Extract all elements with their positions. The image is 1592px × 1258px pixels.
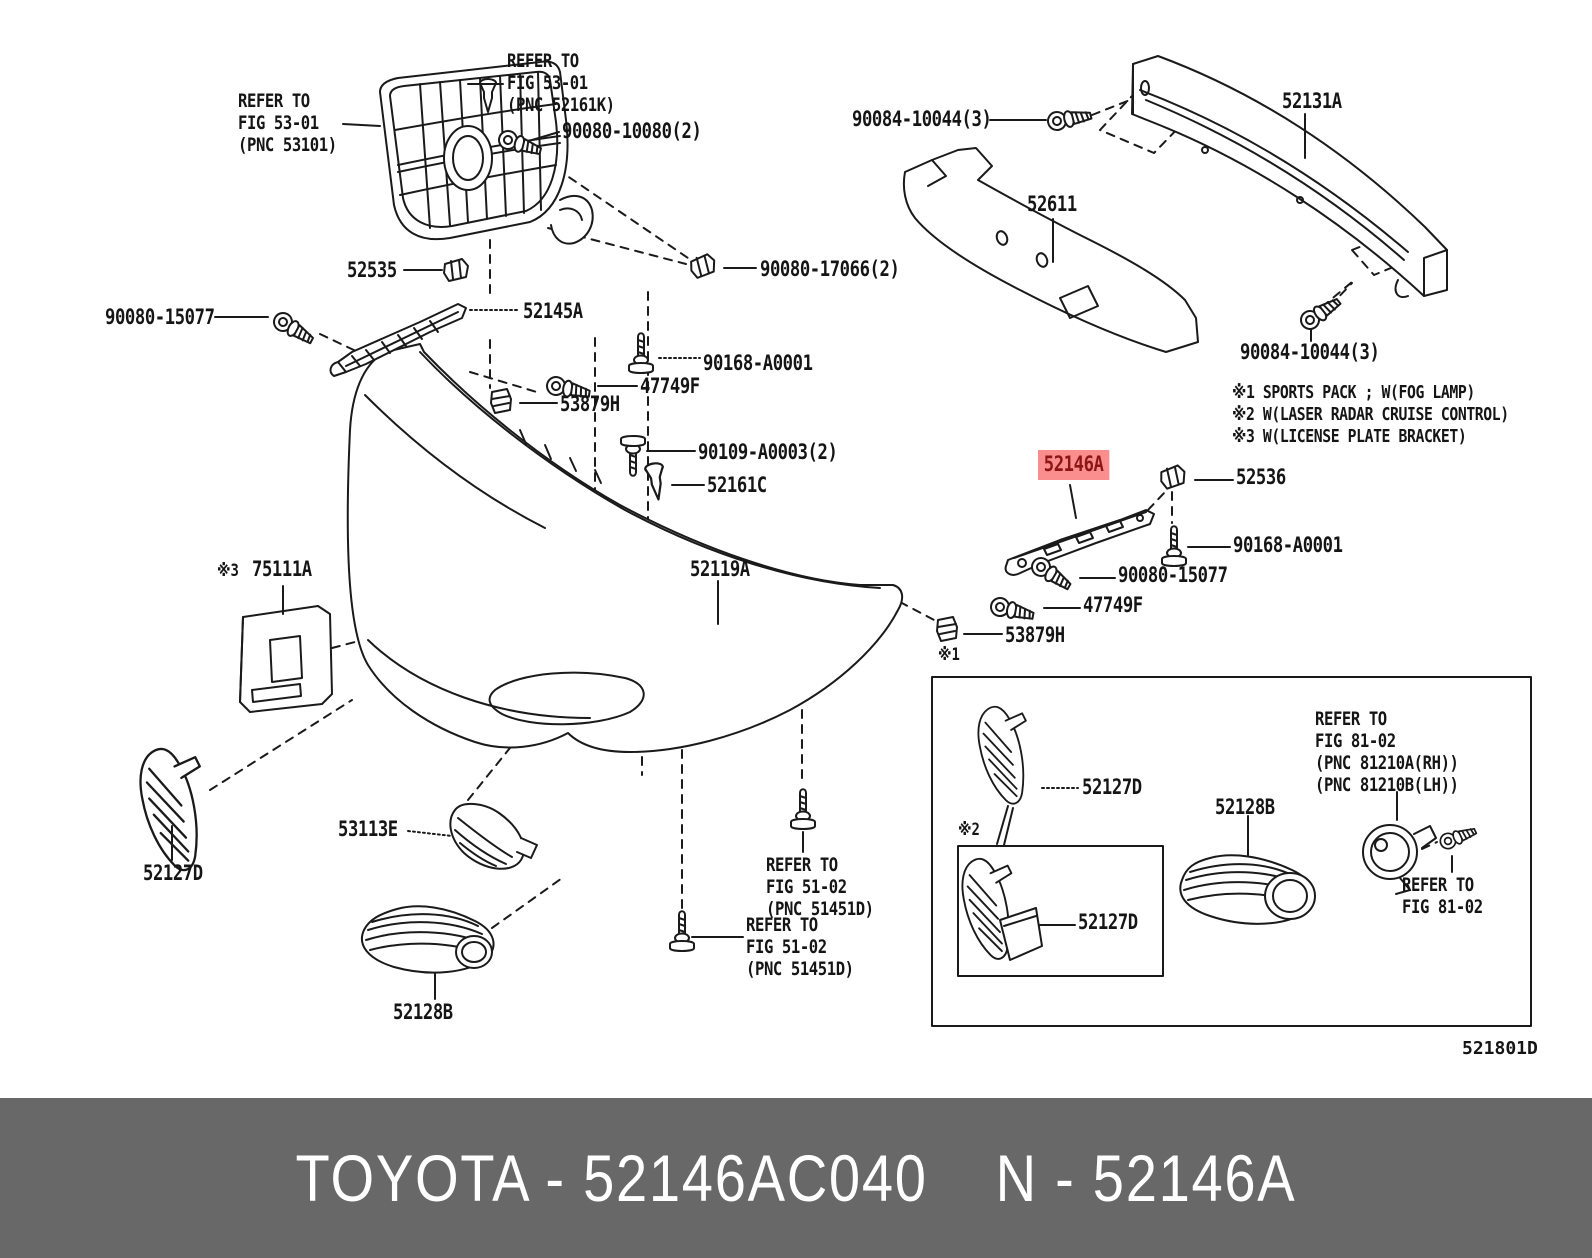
footer-text: TOYOTA - 52146AC040 N - 52146A	[119, 1098, 1472, 1258]
fog-lamp-drawing	[1362, 824, 1437, 895]
front-bumper-cover-drawing	[346, 343, 904, 753]
footer-part-number: TOYOTA - 52146AC040	[295, 1141, 928, 1215]
bumper-energy-absorber-drawing	[902, 147, 1199, 353]
leader-lines	[171, 83, 1453, 1000]
fog-cover-box-drawing	[1179, 854, 1316, 925]
license-plate-bracket-drawing	[239, 605, 333, 713]
corner-grille-left-drawing	[139, 747, 201, 872]
footer-bar: TOYOTA - 52146AC040 N - 52146A	[0, 1098, 1592, 1258]
bumper-side-support-52146a-drawing	[1004, 509, 1155, 576]
bumper-side-support-52145a-drawing	[329, 303, 467, 377]
bumper-reinforcement-drawing	[1131, 55, 1448, 298]
footer-catalog-code: N - 52146A	[995, 1141, 1297, 1215]
fog-cover-left-drawing	[361, 905, 495, 974]
detail-box	[931, 676, 1532, 1027]
lower-grille-53113e-drawing	[449, 803, 538, 870]
